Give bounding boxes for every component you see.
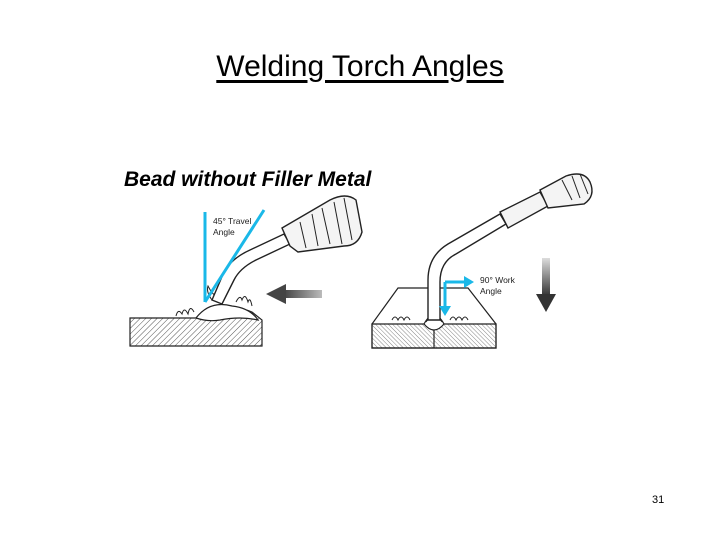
page-number: 31 <box>652 494 665 506</box>
left-torch-handle <box>281 195 363 253</box>
right-figure: 90° Work Angle <box>371 173 593 349</box>
work-angle-label-line2: Angle <box>480 286 502 296</box>
travel-angle-line-diagonal <box>203 209 266 303</box>
left-weld-puddle <box>195 303 260 322</box>
right-torch-handle <box>499 191 549 229</box>
downward-pressure-arrow-icon <box>536 258 556 312</box>
travel-direction-arrow-icon <box>266 284 322 304</box>
travel-angle-label-line1: 45° Travel <box>213 216 251 226</box>
work-angle-label-line1: 90° Work <box>480 275 516 285</box>
slide-subtitle: Bead without Filler Metal <box>124 168 372 191</box>
slide-title: Welding Torch Angles <box>216 50 504 83</box>
travel-angle-label-line2: Angle <box>213 227 235 237</box>
right-flame-icon <box>391 316 469 322</box>
left-figure: 45° Travel Angle <box>129 195 363 347</box>
